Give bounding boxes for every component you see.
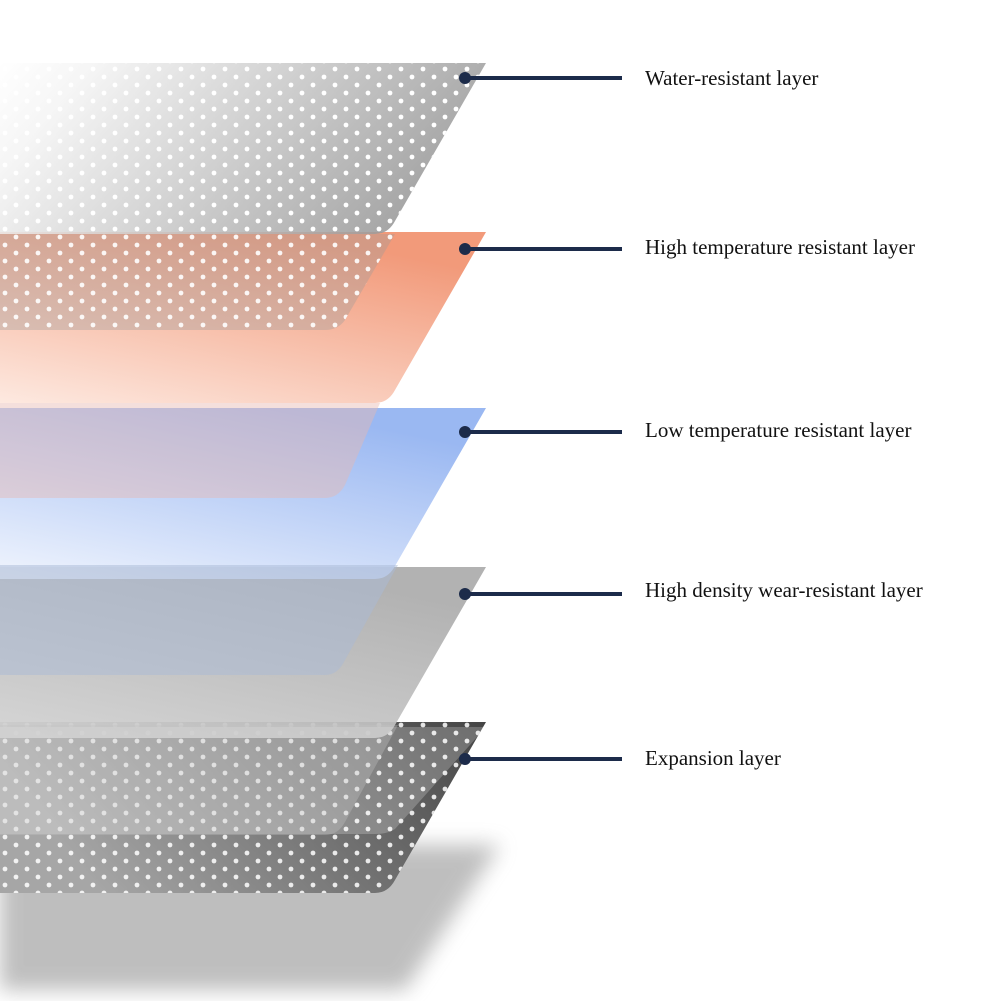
label-wear-resistant: High density wear-resistant layer — [645, 578, 923, 602]
leader-dot-2 — [459, 243, 471, 255]
leader-dot-4 — [459, 588, 471, 600]
label-water-resistant: Water-resistant layer — [645, 66, 819, 90]
water-resistant-layer-sheet — [0, 63, 486, 330]
expansion-layer-sheet — [0, 722, 486, 893]
leader-dot-3 — [459, 426, 471, 438]
label-low-temperature: Low temperature resistant layer — [645, 418, 912, 442]
label-high-temperature: High temperature resistant layer — [645, 235, 915, 259]
high-temp-overlap — [0, 403, 380, 498]
leader-dot-1 — [459, 72, 471, 84]
low-temp-layer-sheet — [0, 408, 486, 579]
expansion-overlap — [0, 725, 398, 835]
leader-dot-5 — [459, 753, 471, 765]
label-expansion: Expansion layer — [645, 746, 781, 770]
low-temp-overlap — [0, 565, 398, 675]
leader-lines — [459, 72, 622, 765]
